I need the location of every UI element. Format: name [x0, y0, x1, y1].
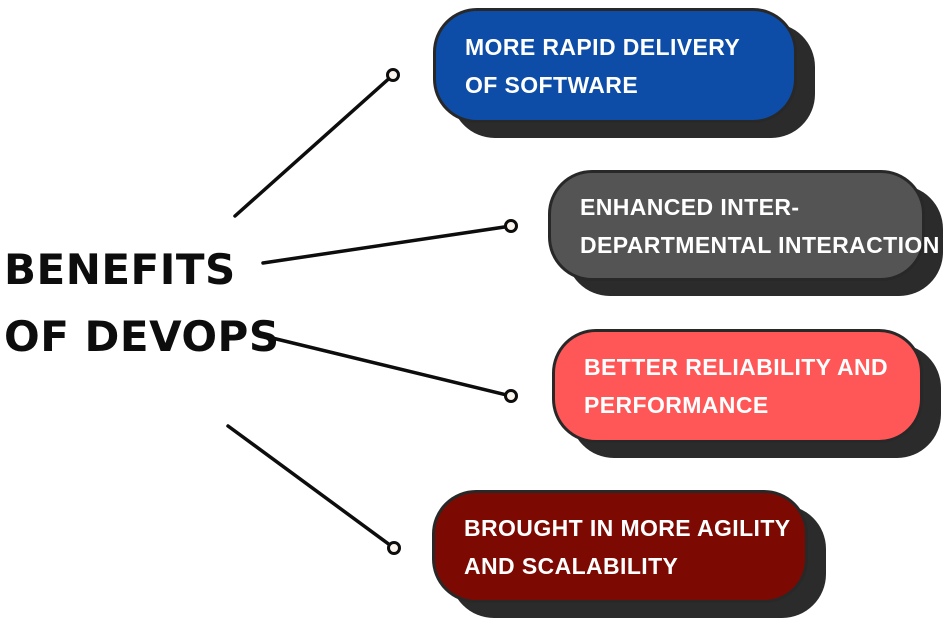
benefit-label: ENHANCED INTER- DEPARTMENTAL INTERACTION	[551, 188, 948, 264]
title-line-1: BENEFITS	[4, 245, 236, 294]
connector-line	[233, 73, 395, 218]
benefit-label: BETTER RELIABILITY AND PERFORMANCE	[555, 348, 898, 424]
benefit-label-line-1: ENHANCED INTER-	[580, 193, 800, 220]
benefit-box-interdepartmental: ENHANCED INTER- DEPARTMENTAL INTERACTION	[548, 170, 939, 281]
benefit-box-agility-scalability: BROUGHT IN MORE AGILITY AND SCALABILITY	[432, 490, 808, 603]
benefit-box-rapid-delivery: MORE RAPID DELIVERY OF SOFTWARE	[433, 8, 797, 123]
connector-line	[261, 224, 513, 265]
benefit-label-line-2: OF SOFTWARE	[465, 71, 639, 98]
benefit-label: BROUGHT IN MORE AGILITY AND SCALABILITY	[435, 509, 801, 585]
connector-line	[226, 424, 396, 550]
benefit-box-reliability-performance: BETTER RELIABILITY AND PERFORMANCE	[552, 329, 923, 443]
connector-endpoint-dot	[504, 389, 518, 403]
connector-endpoint-dot	[504, 219, 518, 233]
benefit-label: MORE RAPID DELIVERY OF SOFTWARE	[436, 28, 750, 104]
connector-line	[262, 334, 513, 398]
title-line-2: OF DEVOPS	[4, 312, 280, 361]
connector-endpoint-dot	[386, 68, 400, 82]
benefit-label-line-2: AND SCALABILITY	[464, 552, 679, 579]
benefit-label-line-1: BROUGHT IN MORE AGILITY	[464, 514, 791, 541]
connector-endpoint-dot	[387, 541, 401, 555]
benefit-label-line-1: BETTER RELIABILITY AND	[584, 354, 888, 380]
benefit-label-line-2: PERFORMANCE	[584, 392, 769, 418]
benefit-label-line-1: MORE RAPID DELIVERY	[465, 33, 741, 60]
benefit-label-line-2: DEPARTMENTAL INTERACTION	[580, 231, 940, 258]
diagram-title: BENEFITS OF DEVOPS	[4, 236, 280, 370]
